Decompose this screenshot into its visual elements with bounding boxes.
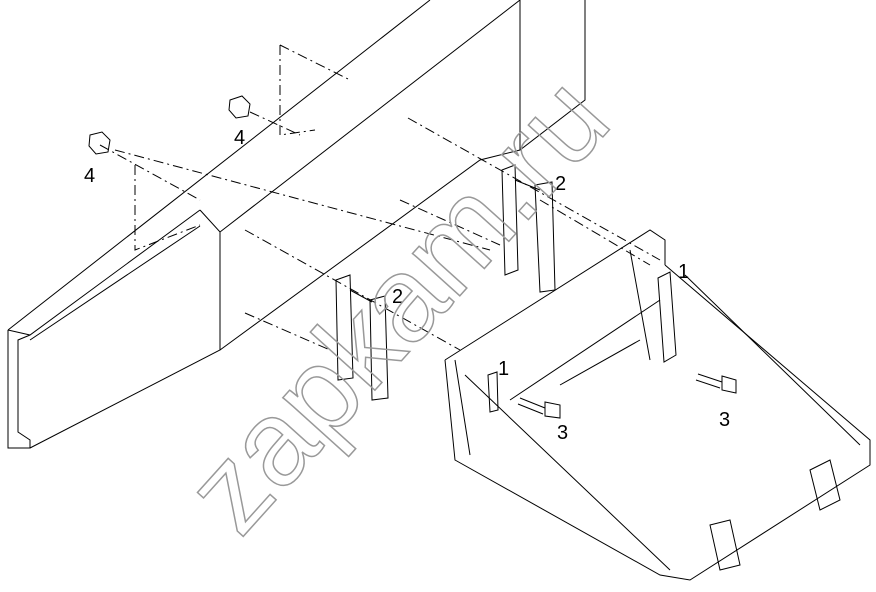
frame-rail: [7, 0, 586, 449]
label-strap-right: 1: [678, 261, 689, 283]
centerlines: [244, 111, 661, 351]
label-bolt-right: 3: [719, 409, 730, 431]
label-bolt-left: 3: [557, 422, 568, 444]
label-strap-left: 1: [498, 358, 509, 380]
bracket-lower: [335, 274, 389, 401]
battery-tray: [444, 229, 871, 581]
nut-lower: [88, 131, 111, 155]
label-bracket-lower: 2: [392, 286, 403, 308]
watermark: zapkam.ru: [160, 51, 634, 557]
nut-upper: [228, 95, 251, 119]
crossmember-outline: [99, 44, 491, 251]
label-nut-a: 4: [234, 127, 245, 149]
bolt-left: [517, 397, 561, 419]
label-nut-b: 4: [84, 165, 95, 187]
bolt-right: [695, 373, 737, 394]
label-bracket-upper: 2: [555, 173, 566, 195]
